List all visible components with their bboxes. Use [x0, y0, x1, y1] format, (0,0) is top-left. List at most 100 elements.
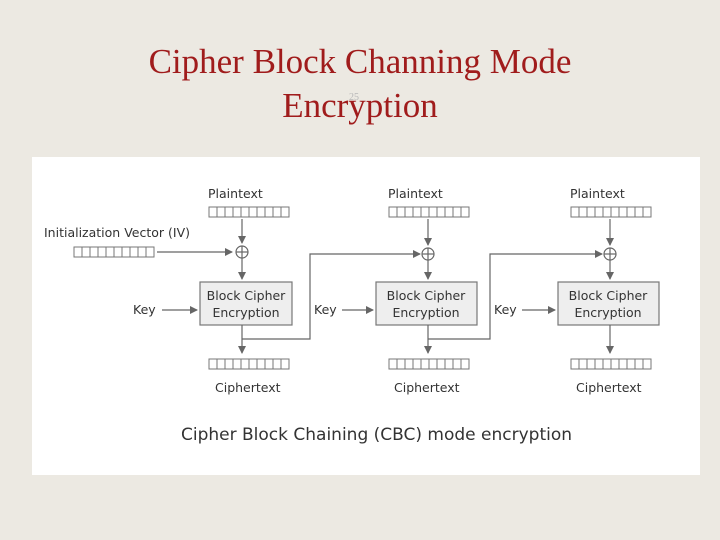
register-cell: [272, 206, 282, 218]
register-cell: [578, 206, 588, 218]
register-cell: [626, 206, 636, 218]
register-cell: [89, 246, 99, 258]
register-cell: [420, 358, 430, 370]
cbc-diagram: Initialization Vector (IV) Plaintext Blo…: [32, 157, 700, 475]
encryption-label-2: Encryption: [392, 305, 459, 320]
stage-3: Plaintext Block Cipher Encryption Key Ci…: [494, 186, 660, 395]
iv-register: [73, 246, 155, 258]
register-cell: [412, 206, 422, 218]
register-cell: [626, 358, 636, 370]
block-cipher-box-3: Block Cipher Encryption: [557, 281, 660, 326]
register-cell: [105, 246, 115, 258]
register-cell: [280, 358, 290, 370]
register-cell: [444, 358, 454, 370]
register-cell: [137, 246, 147, 258]
register-cell: [444, 206, 454, 218]
register-cell: [121, 246, 131, 258]
register-cell: [404, 358, 414, 370]
chain-arrow-2: [428, 250, 603, 340]
register-cell: [224, 358, 234, 370]
register-cell: [642, 358, 652, 370]
register-cell: [145, 246, 155, 258]
block-cipher-box-1: Block Cipher Encryption: [199, 281, 293, 326]
register-cell: [586, 206, 596, 218]
register-cell: [208, 206, 218, 218]
register-cell: [634, 358, 644, 370]
register-cell: [224, 206, 234, 218]
register-cell: [412, 358, 422, 370]
register-cell: [216, 358, 226, 370]
plaintext-register-3: [570, 206, 652, 218]
register-cell: [256, 358, 266, 370]
key-label-2: Key: [314, 302, 337, 317]
encryption-label-1: Encryption: [212, 305, 279, 320]
register-cell: [232, 206, 242, 218]
diagram-caption: Cipher Block Chaining (CBC) mode encrypt…: [181, 425, 572, 445]
xor-icon-3: [603, 247, 617, 261]
ciphertext-label-3: Ciphertext: [576, 380, 642, 395]
register-cell: [388, 358, 398, 370]
register-cell: [404, 206, 414, 218]
register-cell: [634, 206, 644, 218]
chain-arrow-1: [242, 250, 421, 340]
ciphertext-register-3: [570, 358, 652, 370]
register-cell: [610, 206, 620, 218]
ciphertext-register-2: [388, 358, 470, 370]
register-cell: [436, 206, 446, 218]
register-cell: [460, 358, 470, 370]
plaintext-label-1: Plaintext: [208, 186, 263, 201]
slide-title-line-2: Encryption: [282, 86, 438, 125]
stage-2: Plaintext Block Cipher Encryption Key Ci…: [314, 186, 478, 395]
encryption-label-3: Encryption: [574, 305, 641, 320]
register-cell: [264, 206, 274, 218]
register-cell: [272, 358, 282, 370]
register-cell: [570, 358, 580, 370]
register-cell: [81, 246, 91, 258]
key-label-1: Key: [133, 302, 156, 317]
plaintext-label-2: Plaintext: [388, 186, 443, 201]
register-cell: [240, 206, 250, 218]
plaintext-register-1: [208, 206, 290, 218]
ciphertext-label-2: Ciphertext: [394, 380, 460, 395]
register-cell: [610, 358, 620, 370]
register-cell: [73, 246, 83, 258]
plaintext-register-2: [388, 206, 470, 218]
register-cell: [129, 246, 139, 258]
stage-1: Plaintext Block Cipher Encryption Key Ci…: [133, 186, 293, 395]
register-cell: [428, 206, 438, 218]
register-cell: [264, 358, 274, 370]
register-cell: [642, 206, 652, 218]
register-cell: [594, 206, 604, 218]
register-cell: [280, 206, 290, 218]
register-cell: [388, 206, 398, 218]
register-cell: [618, 358, 628, 370]
register-cell: [248, 206, 258, 218]
register-cell: [113, 246, 123, 258]
register-cell: [578, 358, 588, 370]
slide-title: Cipher Block Channing Mode Encryption: [0, 40, 720, 128]
register-cell: [452, 358, 462, 370]
register-cell: [452, 206, 462, 218]
register-cell: [240, 358, 250, 370]
register-cell: [594, 358, 604, 370]
xor-icon-1: [235, 245, 249, 259]
plaintext-label-3: Plaintext: [570, 186, 625, 201]
register-cell: [618, 206, 628, 218]
slide-title-line-1: Cipher Block Channing Mode: [148, 42, 572, 81]
ciphertext-label-1: Ciphertext: [215, 380, 281, 395]
block-cipher-label-1: Block Cipher: [207, 288, 287, 303]
register-cell: [396, 358, 406, 370]
register-cell: [602, 206, 612, 218]
ciphertext-register-1: [208, 358, 290, 370]
cbc-diagram-svg: Initialization Vector (IV) Plaintext Blo…: [44, 186, 660, 445]
register-cell: [570, 206, 580, 218]
register-cell: [586, 358, 596, 370]
register-cell: [602, 358, 612, 370]
register-cell: [396, 206, 406, 218]
block-cipher-box-2: Block Cipher Encryption: [375, 281, 478, 326]
register-cell: [460, 206, 470, 218]
register-cell: [232, 358, 242, 370]
key-label-3: Key: [494, 302, 517, 317]
block-cipher-label-2: Block Cipher: [387, 288, 467, 303]
register-cell: [248, 358, 258, 370]
